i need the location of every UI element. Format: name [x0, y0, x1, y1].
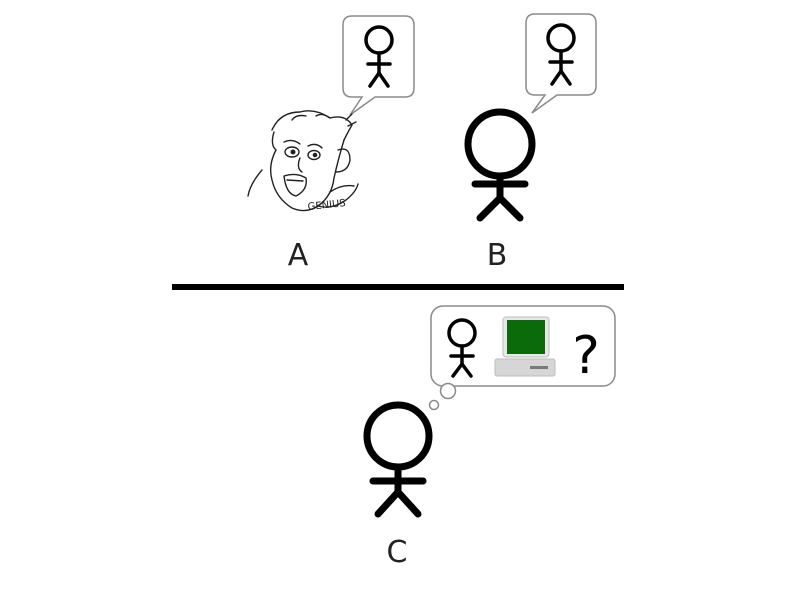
genius-meme-face-icon	[247, 110, 359, 212]
stick-figure-icon	[364, 25, 394, 88]
label-b: B	[487, 238, 508, 273]
genius-caption: GENIUS	[307, 198, 346, 213]
label-c: C	[387, 535, 408, 570]
label-a: A	[288, 238, 309, 273]
speech-bubble-b	[525, 13, 597, 114]
thought-dot-small	[428, 399, 440, 411]
stick-figure-icon	[447, 318, 477, 378]
stick-figure-icon	[546, 23, 576, 86]
thought-bubble-c: ?	[428, 305, 616, 411]
stick-figure-c	[363, 401, 433, 518]
thought-dot-large	[439, 382, 457, 400]
question-mark: ?	[572, 326, 600, 386]
computer-icon	[494, 316, 556, 377]
stick-figure-b	[464, 108, 536, 222]
speech-bubble-a	[342, 15, 415, 116]
